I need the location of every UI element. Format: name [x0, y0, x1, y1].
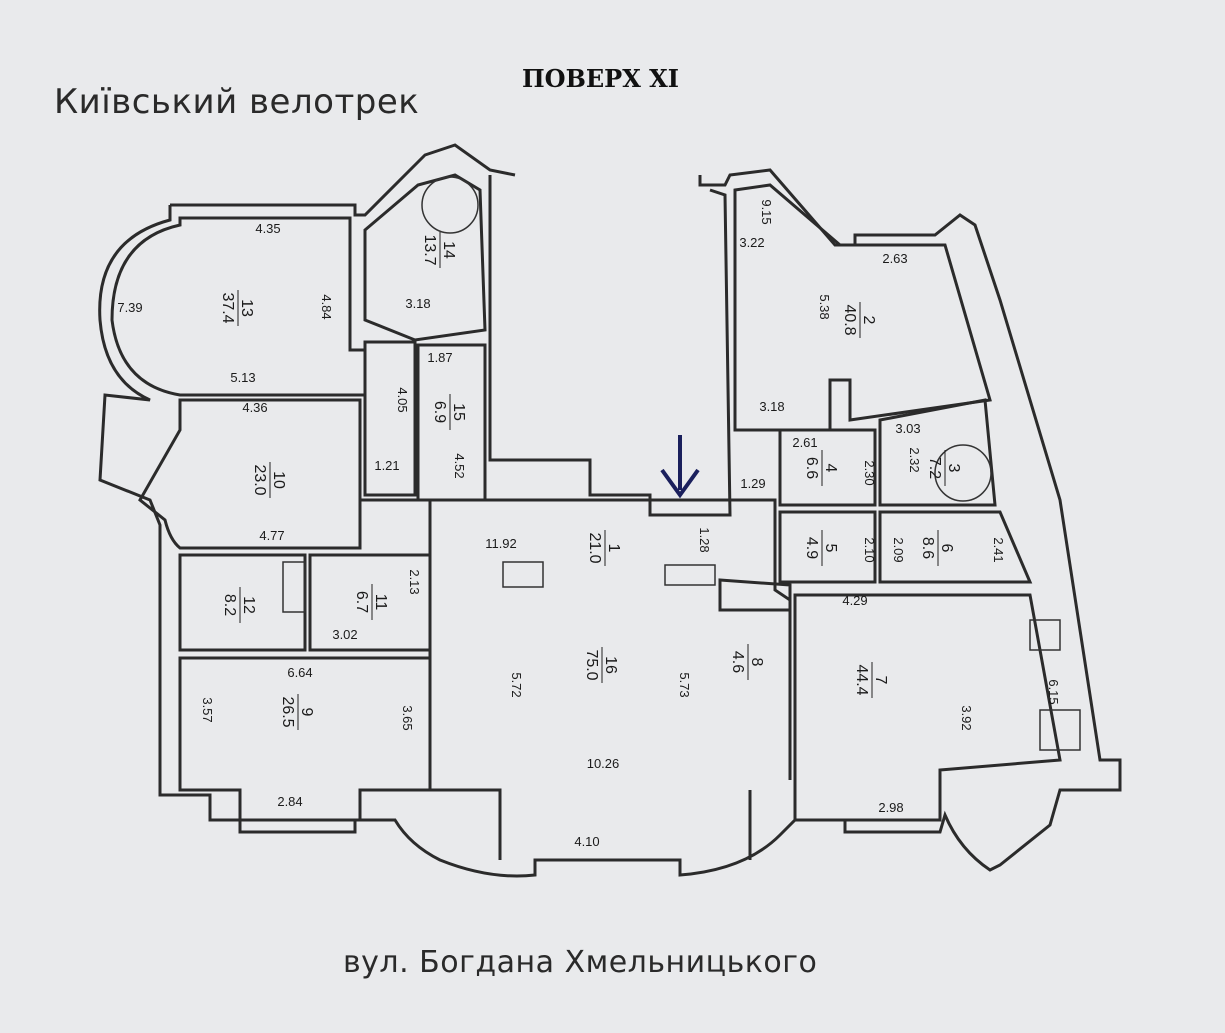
dimension-label: 3.65 [400, 705, 415, 730]
dimension-label: 7.39 [117, 300, 142, 315]
dimension-label: 4.35 [255, 221, 280, 236]
dimension-label: 10.26 [587, 756, 620, 771]
room-area: 21.0 [586, 532, 603, 563]
room-area: 8.6 [919, 537, 936, 559]
room-area: 37.4 [219, 292, 236, 323]
room-area: 13.7 [421, 234, 438, 265]
dimension-label: 11.92 [485, 536, 517, 551]
dimension-label: 4.29 [842, 593, 867, 608]
room-number: 15 [450, 403, 467, 421]
room-label-9: 926.5 [279, 694, 315, 730]
plan-labels: 121.0 240.8 37.2 46.6 54.9 68.6 744.4 84.6 926.5… [117, 199, 1061, 849]
room-label-8: 84.6 [729, 644, 765, 680]
room-area: 40.8 [841, 304, 858, 335]
arrow-down-icon [660, 435, 700, 499]
room-number: 10 [270, 471, 287, 489]
room-area: 23.0 [251, 464, 268, 495]
room-area: 6.7 [353, 591, 370, 613]
dimension-label: 1.21 [374, 458, 399, 473]
room-area: 6.6 [803, 457, 820, 479]
dimension-label: 3.18 [759, 399, 784, 414]
room-number: 6 [938, 544, 955, 553]
dimension-label: 2.61 [792, 435, 817, 450]
dimension-label: 4.05 [395, 387, 410, 412]
room-label-5: 54.9 [803, 530, 839, 566]
room-label-4: 46.6 [803, 450, 839, 486]
fixtures [282, 176, 1081, 751]
dimension-label: 3.92 [959, 705, 974, 730]
room-area: 6.9 [431, 401, 448, 423]
walls [98, 143, 1122, 878]
room-label-15: 156.9 [431, 394, 467, 430]
room-label-2: 240.8 [841, 302, 877, 338]
dimension-label: 2.13 [407, 569, 422, 594]
room-number: 8 [748, 658, 765, 667]
dimension-label: 3.22 [739, 235, 764, 250]
dimension-label: 6.64 [287, 665, 312, 680]
dimension-label: 3.18 [405, 296, 430, 311]
dimension-label: 2.98 [878, 800, 903, 815]
room-label-6: 68.6 [919, 530, 955, 566]
room-number: 13 [238, 299, 255, 317]
dimension-label: 5.38 [817, 294, 832, 319]
street-label: вул. Богдана Хмельницького [343, 945, 818, 980]
room-label-1: 121.0 [586, 530, 622, 566]
room-area: 7.2 [926, 457, 943, 479]
dimension-label: 5.72 [509, 672, 524, 697]
room-number: 16 [602, 656, 619, 674]
dimension-label: 3.02 [332, 627, 357, 642]
dimension-label: 3.57 [200, 697, 215, 722]
room-number: 3 [945, 464, 962, 473]
room-number: 5 [822, 544, 839, 553]
dimension-label: 5.73 [677, 672, 692, 697]
room-label-3: 37.2 [926, 450, 962, 486]
room-area: 75.0 [583, 649, 600, 680]
room-area: 26.5 [279, 696, 296, 727]
dimension-label: 4.10 [574, 834, 599, 849]
room-number: 4 [822, 464, 839, 473]
dimension-label: 4.52 [452, 453, 467, 478]
room-area: 44.4 [853, 664, 870, 695]
dimension-label: 6.15 [1046, 679, 1061, 704]
room-number: 12 [240, 596, 257, 614]
dimension-label: 2.09 [891, 537, 906, 562]
dimension-label: 5.13 [230, 370, 255, 385]
room-label-11: 116.7 [353, 584, 389, 620]
dimension-label: 2.84 [277, 794, 302, 809]
room-label-7: 744.4 [853, 662, 889, 698]
dimension-label: 1.28 [697, 527, 712, 552]
dimension-label: 4.84 [319, 294, 334, 319]
landmark-label: Київський велотрек [54, 82, 420, 122]
dimension-label: 9.15 [759, 199, 774, 224]
room-number: 14 [440, 241, 457, 259]
room-area: 8.2 [221, 594, 238, 616]
marker-layer [660, 435, 700, 499]
room-number: 2 [860, 316, 877, 325]
room-label-12: 128.2 [221, 587, 257, 623]
room-number: 1 [605, 544, 622, 553]
dimension-label: 1.29 [740, 476, 765, 491]
dimension-label: 4.36 [242, 400, 267, 415]
room-area: 4.6 [729, 651, 746, 673]
dimension-label: 1.87 [427, 350, 452, 365]
floor-title: ПОВЕРХ XI [522, 64, 680, 93]
dimension-label: 2.41 [991, 537, 1006, 562]
dimension-label: 2.10 [862, 537, 877, 562]
dimension-label: 2.32 [907, 447, 922, 472]
dimension-label: 2.63 [882, 251, 907, 266]
room-number: 11 [372, 594, 389, 611]
room-area: 4.9 [803, 537, 820, 559]
room-number: 9 [298, 708, 315, 717]
room-number: 7 [872, 676, 889, 685]
dimension-label: 3.03 [895, 421, 920, 436]
dimension-label: 4.77 [259, 528, 284, 543]
dimension-label: 2.30 [862, 460, 877, 485]
